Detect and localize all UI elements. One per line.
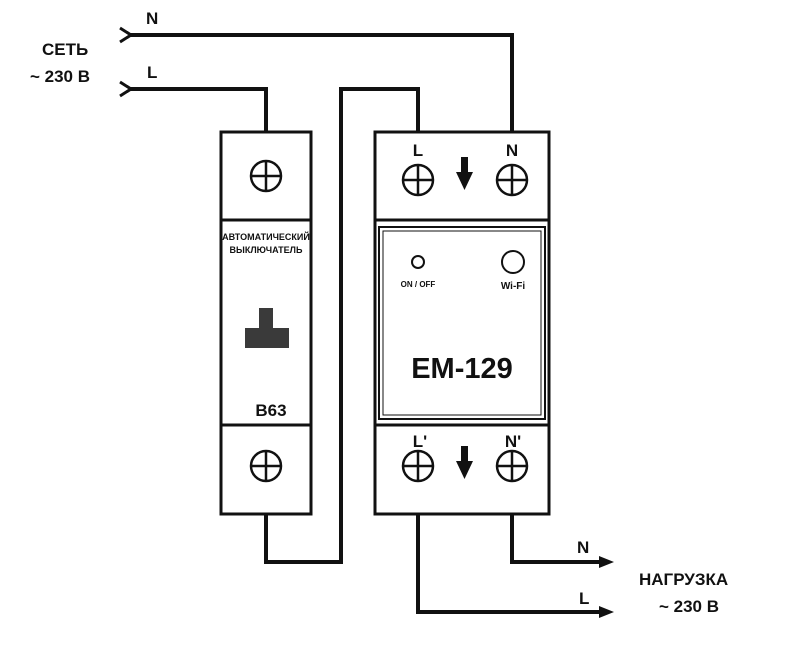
meter-front-panel-inner	[382, 230, 542, 416]
breaker-label-line1: АВТОМАТИЧЕСКИЙ	[222, 231, 310, 242]
meter-bottom-arrow-icon	[456, 446, 473, 479]
mains-voltage: ~ 230 В	[30, 67, 90, 86]
energy-meter: L N L' N'	[373, 130, 551, 516]
circuit-breaker: АВТОМАТИЧЕСКИЙ ВЫКЛЮЧАТЕЛЬ B63	[219, 130, 313, 516]
breaker-rating: B63	[255, 401, 286, 420]
load-line-label: L	[579, 589, 589, 608]
mains-neutral-wire	[130, 33, 514, 132]
on-off-label: ON / OFF	[401, 280, 436, 289]
load-voltage: ~ 230 В	[659, 597, 719, 616]
meter-top-arrow-icon	[456, 157, 473, 190]
breaker-bottom-screw-icon	[249, 449, 283, 483]
mains-neutral-arrow	[119, 26, 134, 44]
meter-in-l-screw-icon	[401, 163, 435, 197]
load-neutral-label: N	[577, 538, 589, 557]
mains-line-label: L	[147, 63, 157, 82]
mains-line-arrow	[119, 80, 134, 98]
load-neutral-wire	[510, 513, 601, 564]
breaker-label-line2: ВЫКЛЮЧАТЕЛЬ	[230, 245, 303, 255]
meter-in-n-screw-icon	[495, 163, 529, 197]
load-neutral-arrow	[599, 556, 614, 568]
wifi-button-icon[interactable]	[501, 250, 525, 274]
on-off-button-icon[interactable]	[411, 255, 425, 269]
meter-terminal-out-l: L'	[413, 432, 427, 451]
breaker-to-meter-wire	[264, 87, 420, 564]
breaker-top-screw-icon	[249, 159, 283, 193]
meter-model: EM-129	[411, 353, 513, 385]
meter-terminal-in-l: L	[413, 141, 423, 160]
mains-neutral-label: N	[146, 9, 158, 28]
meter-front-panel	[378, 226, 546, 420]
wifi-label: Wi-Fi	[501, 281, 526, 292]
meter-terminal-out-n: N'	[505, 432, 521, 451]
meter-out-l-screw-icon	[401, 449, 435, 483]
breaker-lever-icon	[245, 308, 289, 348]
load-line-wire	[416, 513, 601, 614]
mains-line-wire	[130, 87, 268, 132]
mains-title: СЕТЬ	[42, 40, 88, 59]
load-title: НАГРУЗКА	[639, 570, 728, 589]
load-line-arrow	[599, 606, 614, 618]
meter-terminal-in-n: N	[506, 141, 518, 160]
meter-out-n-screw-icon	[495, 449, 529, 483]
